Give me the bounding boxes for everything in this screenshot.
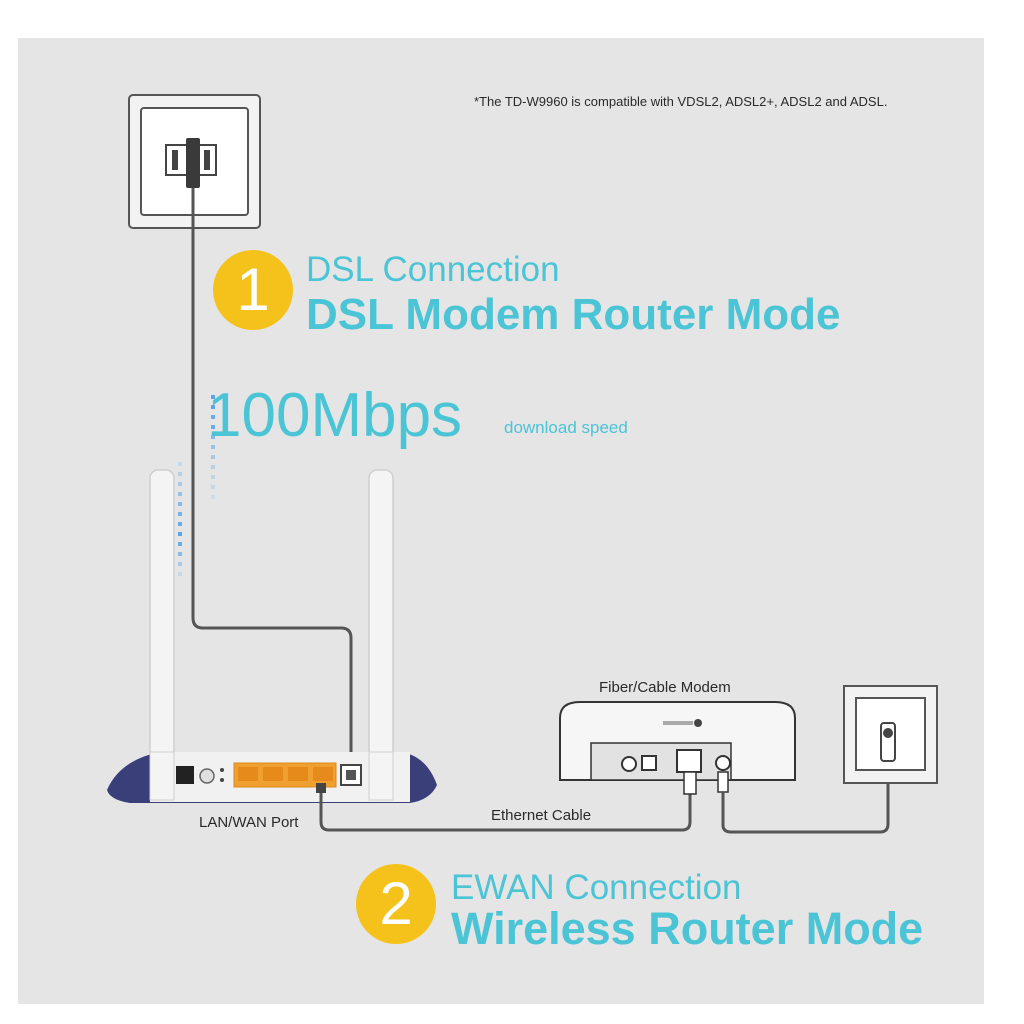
ethernet-cable xyxy=(319,787,692,832)
mode-2-badge: 2 xyxy=(356,864,436,944)
coax-cable xyxy=(721,760,890,834)
mode-1-title: DSL Modem Router Mode xyxy=(306,290,841,339)
speed-label: download speed xyxy=(504,418,628,437)
coax-wall-jack xyxy=(843,685,938,784)
fiber-cable-modem xyxy=(559,701,796,795)
router xyxy=(107,751,437,803)
modem-label: Fiber/Cable Modem xyxy=(599,679,731,696)
lan-wan-port-label: LAN/WAN Port xyxy=(199,814,299,831)
compatibility-note: *The TD-W9960 is compatible with VDSL2, … xyxy=(474,94,888,109)
speed-value: 100Mbps xyxy=(207,381,463,450)
ethernet-plug-router xyxy=(316,783,326,793)
mode-1-badge: 1 xyxy=(213,250,293,330)
mode-2-title: Wireless Router Mode xyxy=(451,903,924,954)
mode-1-connection: DSL Connection xyxy=(306,250,560,289)
ethernet-cable-label: Ethernet Cable xyxy=(491,807,592,824)
mode-2-connection: EWAN Connection xyxy=(451,868,742,907)
signal-dots xyxy=(178,395,215,576)
dsl-cable xyxy=(191,188,353,775)
phone-wall-jack xyxy=(128,94,261,229)
router-antennas xyxy=(149,469,394,801)
